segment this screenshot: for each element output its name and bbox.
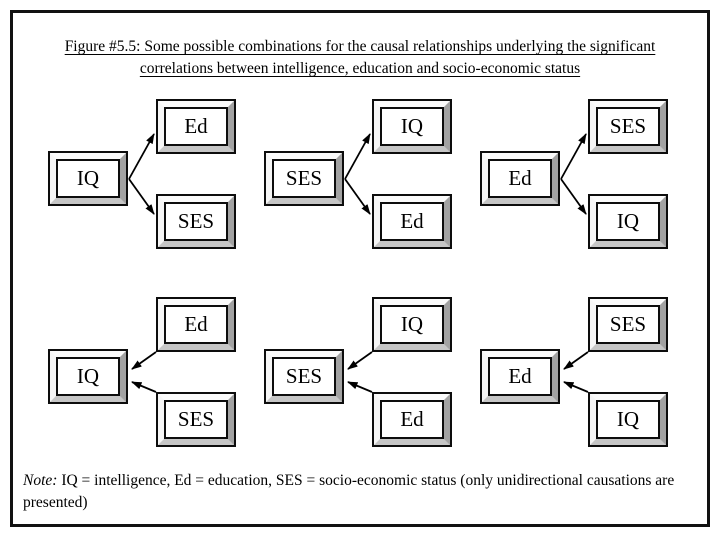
node-label: Ed: [184, 312, 208, 336]
box-face: IQ: [56, 357, 120, 396]
node-box-top: Ed: [156, 99, 236, 154]
box-bevel: SES: [266, 351, 342, 402]
box-bevel: SES: [158, 196, 234, 247]
node-box-left: Ed: [480, 349, 560, 404]
node-box-left: SES: [264, 349, 344, 404]
box-face: IQ: [380, 107, 444, 146]
box-bevel: SES: [266, 153, 342, 204]
figure-frame: Figure #5.5: Some possible combinations …: [10, 10, 710, 527]
node-label: SES: [285, 364, 323, 388]
box-face: Ed: [488, 159, 552, 198]
figure-title: Figure #5.5: Some possible combinations …: [13, 36, 707, 80]
box-bevel: SES: [590, 101, 666, 152]
node-box-top: Ed: [156, 297, 236, 352]
box-bevel: Ed: [158, 101, 234, 152]
box-bevel: IQ: [590, 196, 666, 247]
box-face: IQ: [596, 202, 660, 241]
diagram-cell-6: Ed SES IQ: [470, 297, 682, 462]
node-box-top: IQ: [372, 297, 452, 352]
node-label: IQ: [76, 166, 100, 190]
box-face: IQ: [596, 400, 660, 439]
diagram-cell-4: IQ Ed SES: [38, 297, 250, 462]
node-box-left: Ed: [480, 151, 560, 206]
box-bevel: IQ: [50, 153, 126, 204]
diagram-cell-5: SES IQ Ed: [254, 297, 466, 462]
box-face: Ed: [488, 357, 552, 396]
node-box-left: IQ: [48, 151, 128, 206]
box-bevel: Ed: [374, 196, 450, 247]
node-label: IQ: [76, 364, 100, 388]
diagram-row-2: IQ Ed SES: [13, 297, 707, 462]
box-bevel: IQ: [374, 299, 450, 350]
box-bevel: SES: [158, 394, 234, 445]
note-label: Note:: [23, 472, 58, 489]
node-box-top: IQ: [372, 99, 452, 154]
node-box-left: IQ: [48, 349, 128, 404]
box-bevel: Ed: [158, 299, 234, 350]
node-label: Ed: [508, 364, 532, 388]
node-label: Ed: [400, 407, 424, 431]
node-box-bottom: IQ: [588, 194, 668, 249]
node-box-top: SES: [588, 99, 668, 154]
box-face: IQ: [56, 159, 120, 198]
box-bevel: IQ: [590, 394, 666, 445]
node-box-bottom: SES: [156, 194, 236, 249]
node-label: Ed: [184, 114, 208, 138]
box-face: SES: [164, 202, 228, 241]
node-label: Ed: [400, 209, 424, 233]
box-bevel: Ed: [482, 153, 558, 204]
box-bevel: IQ: [50, 351, 126, 402]
box-face: Ed: [164, 107, 228, 146]
node-label: SES: [609, 114, 647, 138]
node-box-bottom: Ed: [372, 194, 452, 249]
box-bevel: Ed: [374, 394, 450, 445]
node-label: SES: [609, 312, 647, 336]
figure-title-line2: correlations between intelligence, educa…: [139, 60, 581, 77]
node-box-bottom: Ed: [372, 392, 452, 447]
node-label: SES: [177, 209, 215, 233]
box-bevel: IQ: [374, 101, 450, 152]
box-face: IQ: [380, 305, 444, 344]
node-box-left: SES: [264, 151, 344, 206]
box-face: SES: [596, 107, 660, 146]
diagram-cell-2: SES IQ Ed: [254, 99, 466, 264]
figure-title-line1: Figure #5.5: Some possible combinations …: [64, 38, 656, 55]
box-face: SES: [164, 400, 228, 439]
node-label: IQ: [400, 114, 424, 138]
diagram-row-1: IQ Ed SES: [13, 99, 707, 264]
node-box-bottom: IQ: [588, 392, 668, 447]
diagram-cell-1: IQ Ed SES: [38, 99, 250, 264]
box-face: Ed: [380, 400, 444, 439]
diagram-cell-3: Ed SES IQ: [470, 99, 682, 264]
box-face: SES: [272, 357, 336, 396]
node-label: Ed: [508, 166, 532, 190]
box-face: Ed: [380, 202, 444, 241]
node-label: SES: [285, 166, 323, 190]
box-bevel: SES: [590, 299, 666, 350]
box-face: SES: [272, 159, 336, 198]
box-face: Ed: [164, 305, 228, 344]
node-box-bottom: SES: [156, 392, 236, 447]
note-text: IQ = intelligence, Ed = education, SES =…: [23, 472, 675, 511]
box-face: SES: [596, 305, 660, 344]
box-bevel: Ed: [482, 351, 558, 402]
node-box-top: SES: [588, 297, 668, 352]
node-label: IQ: [616, 407, 640, 431]
node-label: IQ: [616, 209, 640, 233]
figure-note: Note: IQ = intelligence, Ed = education,…: [23, 470, 697, 514]
node-label: IQ: [400, 312, 424, 336]
node-label: SES: [177, 407, 215, 431]
